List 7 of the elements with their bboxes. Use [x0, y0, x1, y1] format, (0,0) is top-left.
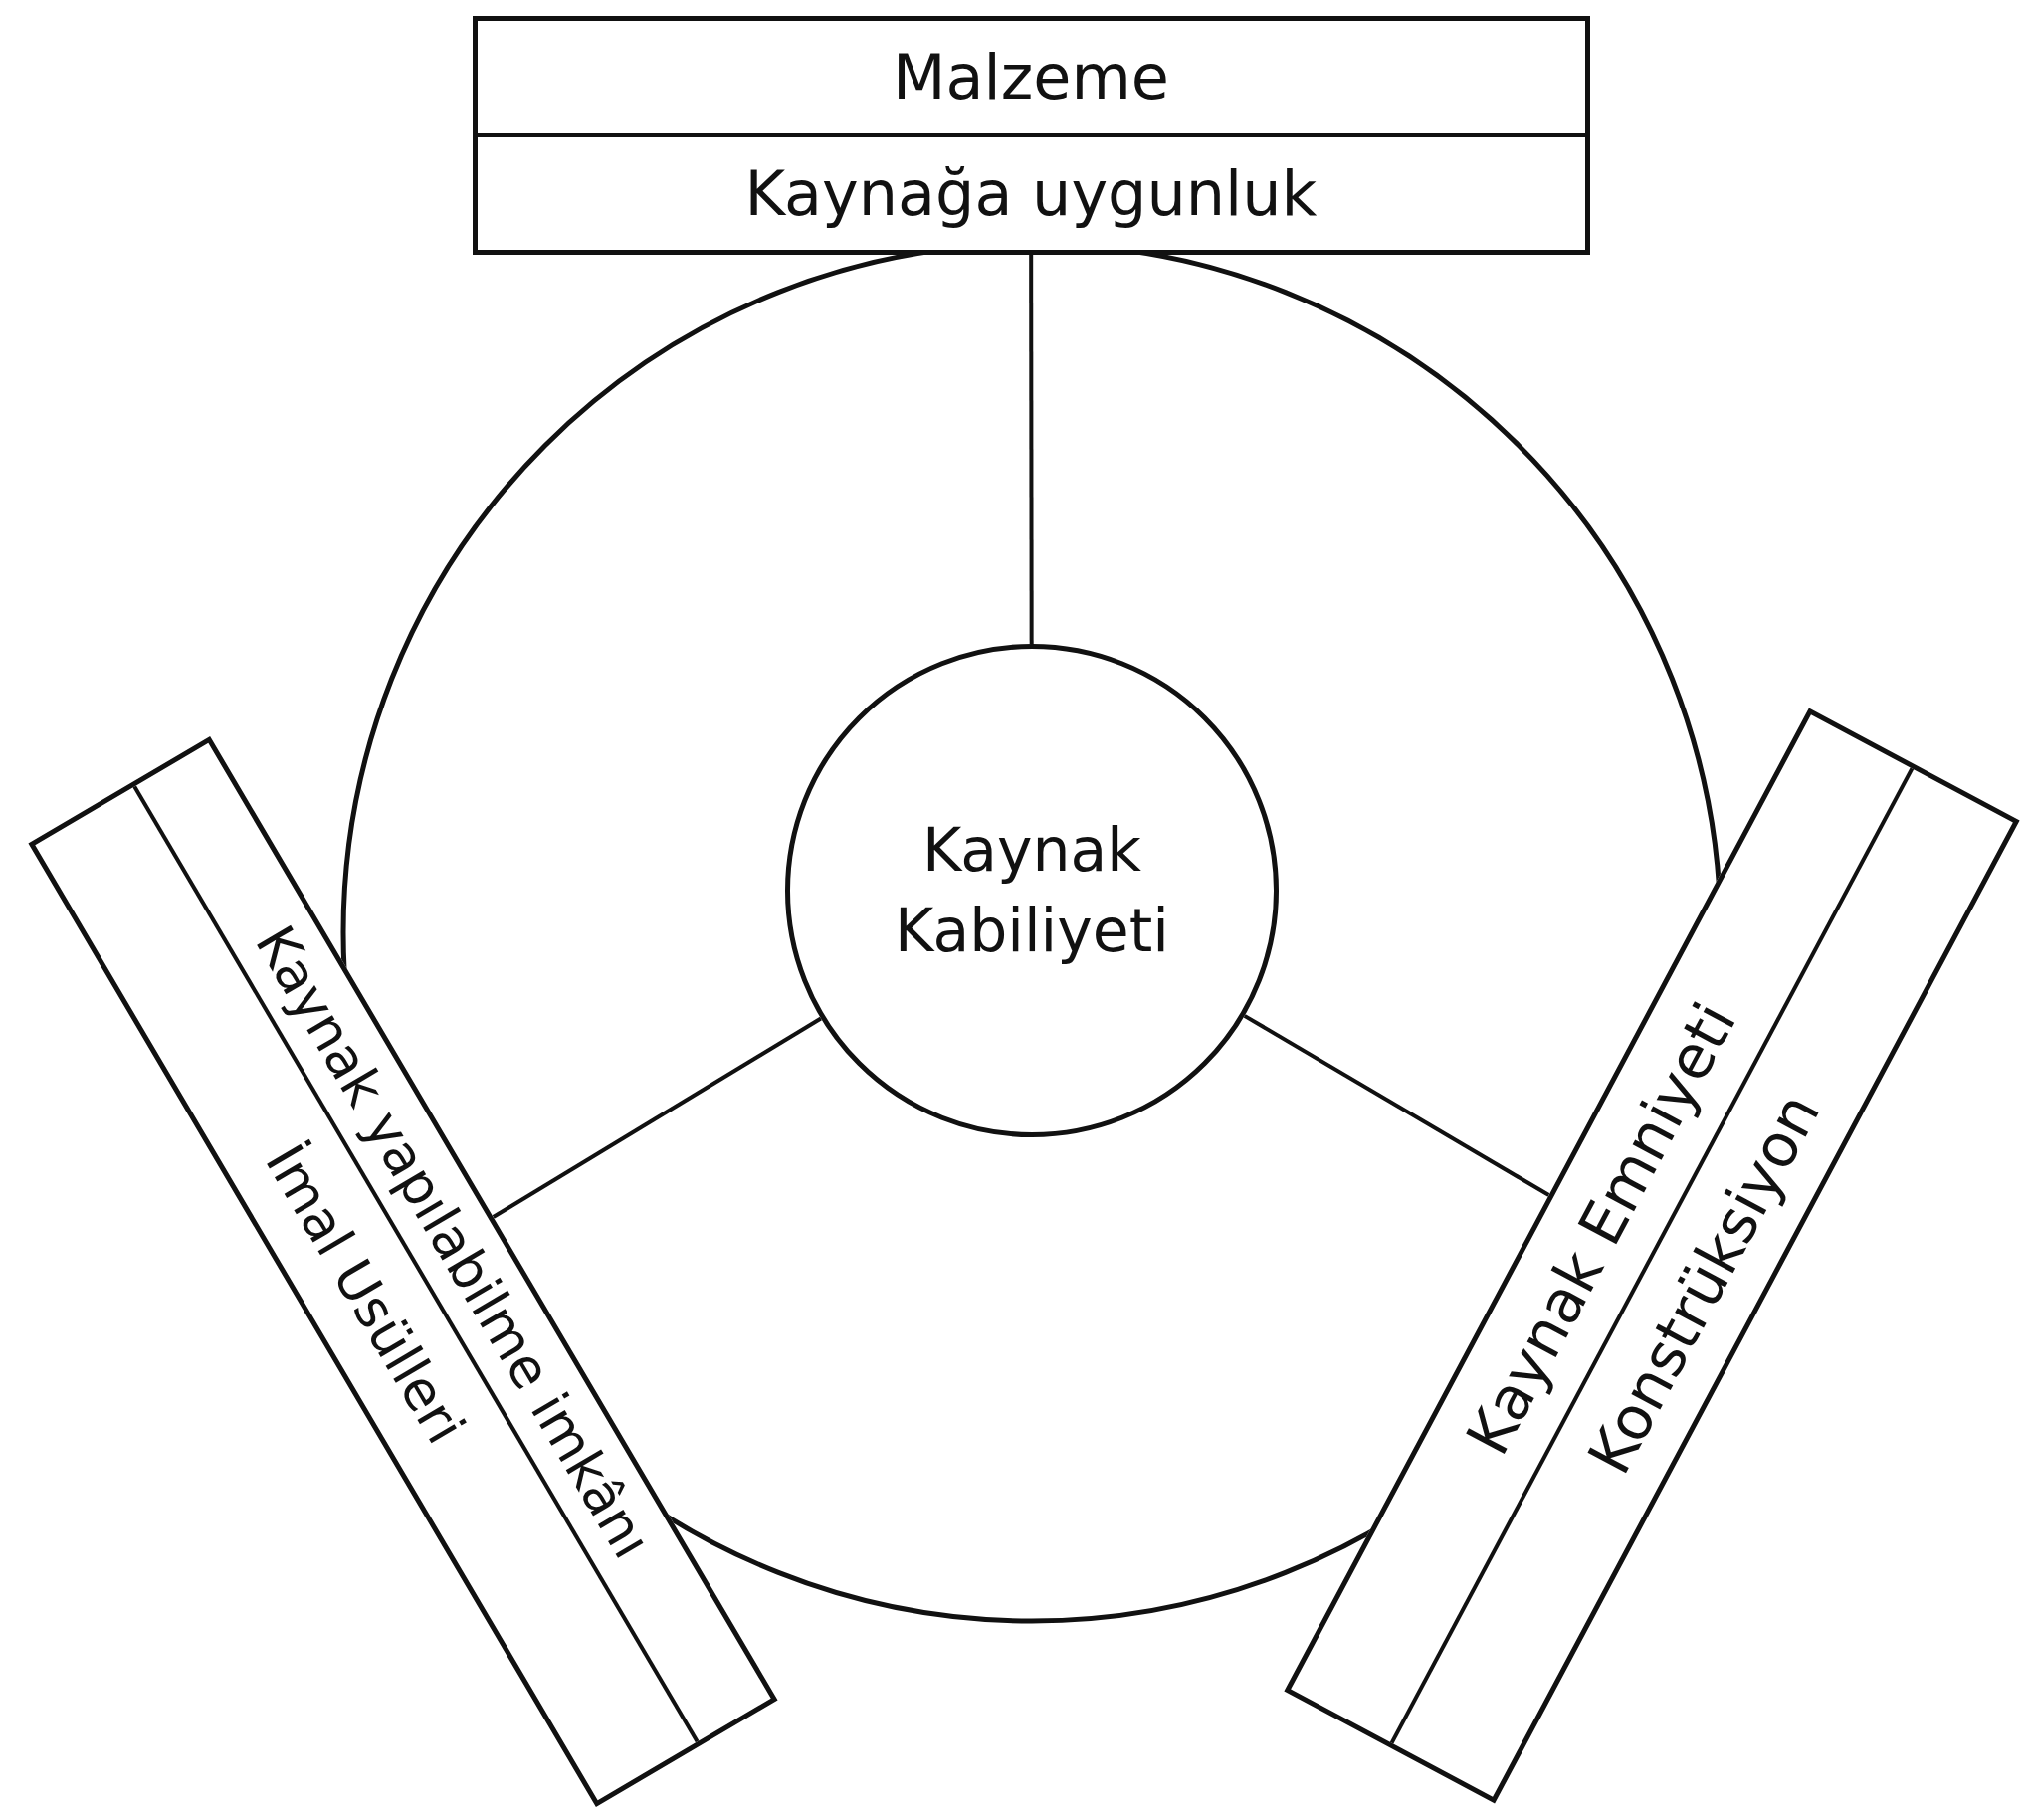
connector-line: [1243, 1014, 1550, 1197]
label-box: [472, 16, 1590, 255]
connector-line: [1029, 255, 1034, 644]
center-label: Kaynak Kabiliyeti: [894, 814, 1170, 967]
box-label: Kaynağa uygunluk: [744, 157, 1318, 230]
connector-line: [492, 1016, 822, 1219]
box-label: Malzeme: [893, 41, 1169, 113]
